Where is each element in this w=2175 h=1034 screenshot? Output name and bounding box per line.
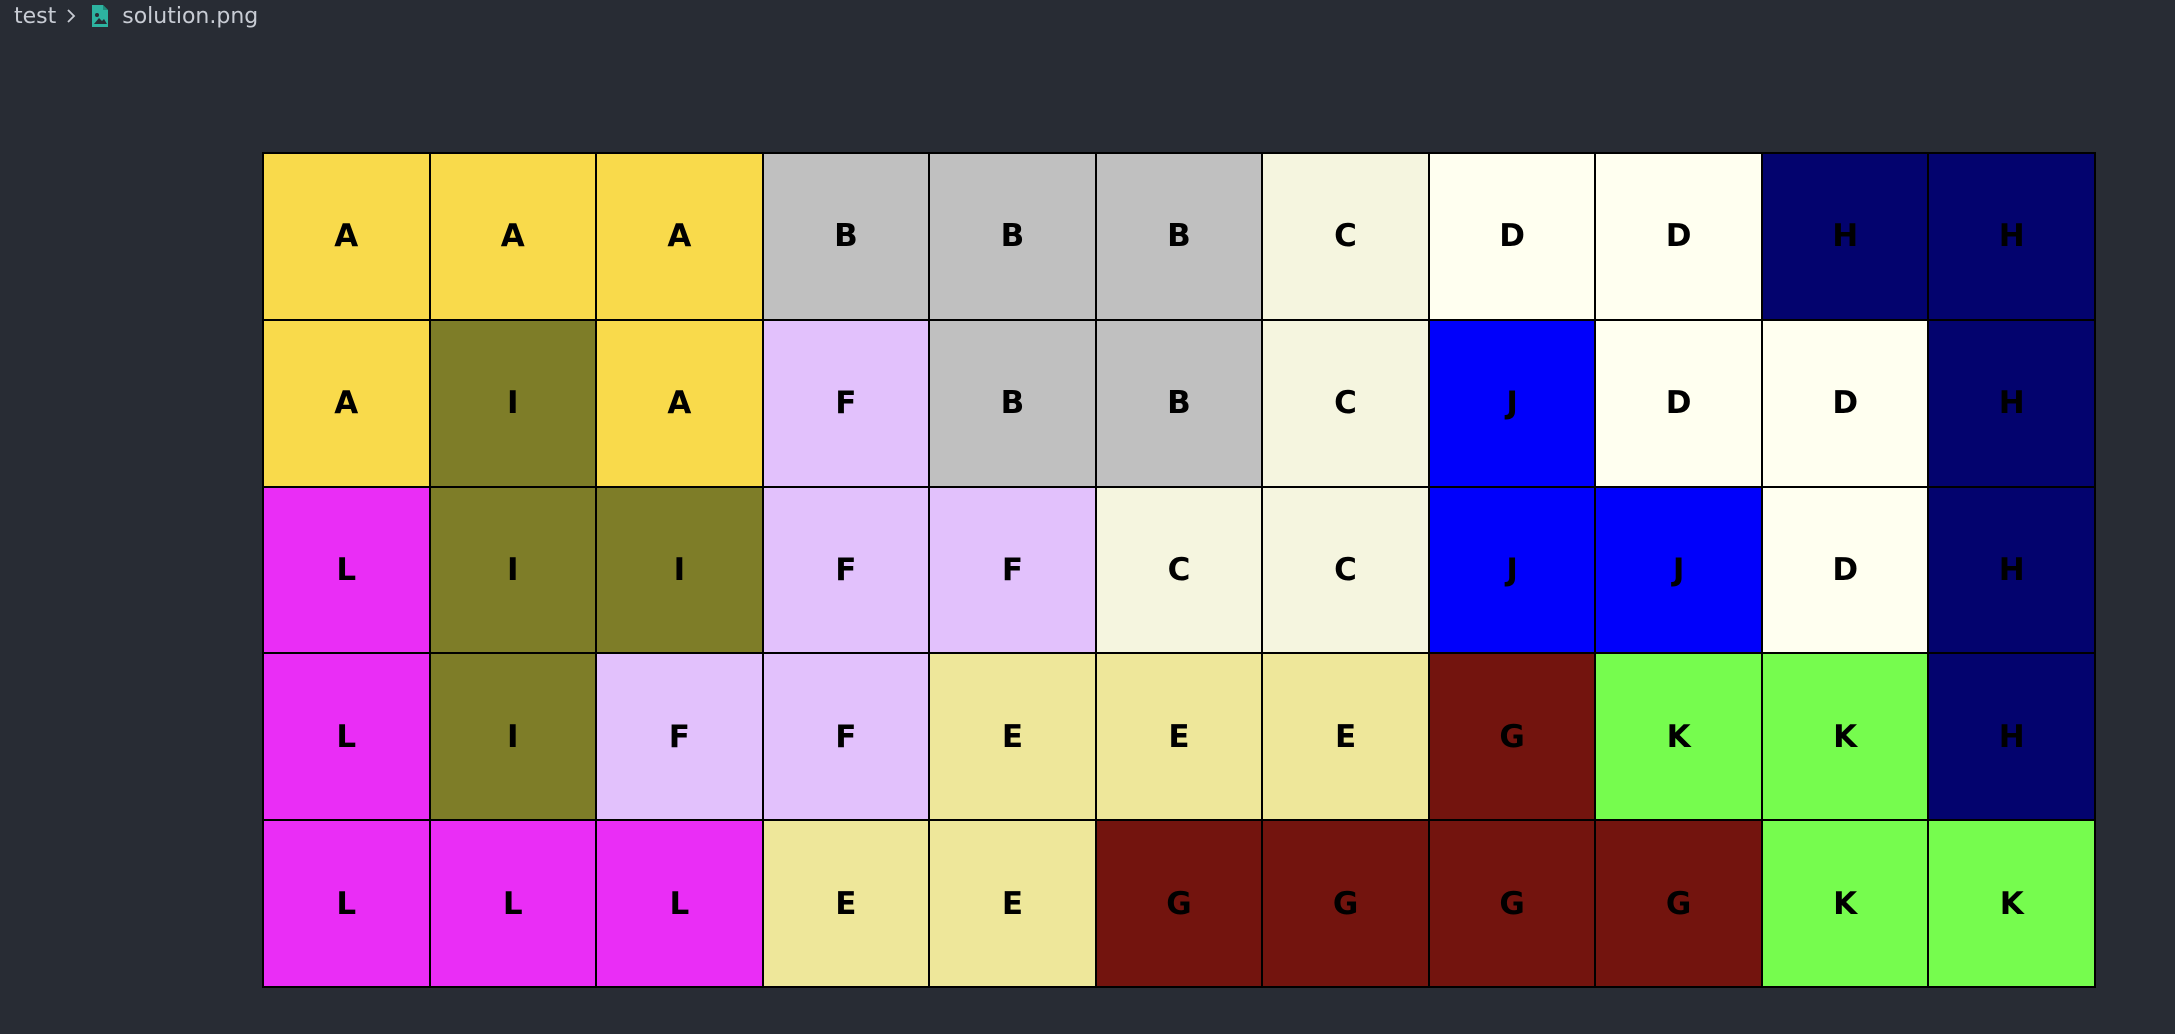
grid-cell: L <box>264 821 429 986</box>
grid-cell: C <box>1263 320 1428 486</box>
grid-cell: B <box>763 154 929 319</box>
grid-cell: H <box>1762 154 1928 319</box>
grid-cell: G <box>1429 821 1595 986</box>
grid-cell: C <box>1263 487 1428 653</box>
grid-cell: K <box>1762 654 1928 820</box>
breadcrumb-file[interactable]: solution.png <box>122 3 259 29</box>
chevron-right-icon <box>64 6 78 26</box>
grid-cell: F <box>763 654 929 820</box>
grid-cell: H <box>1929 654 2094 820</box>
grid-cell: E <box>930 654 1095 820</box>
grid-cell: F <box>597 654 762 820</box>
grid-cell: J <box>1596 487 1761 653</box>
breadcrumb-folder[interactable]: test <box>14 3 57 29</box>
grid-cell: D <box>1596 320 1761 486</box>
grid-cell: E <box>763 821 929 986</box>
grid-cell: K <box>1762 821 1928 986</box>
grid-cell: K <box>1929 821 2094 986</box>
grid-cell: A <box>264 320 429 486</box>
image-file-icon <box>90 4 110 28</box>
grid-cell: A <box>597 320 762 486</box>
grid-cell: H <box>1929 487 2094 653</box>
grid-cell: K <box>1596 654 1761 820</box>
grid-cell: L <box>264 487 429 653</box>
grid-cell: I <box>430 654 596 820</box>
grid-cell: F <box>763 320 929 486</box>
grid-cell: J <box>1429 320 1595 486</box>
grid-cell: J <box>1429 487 1595 653</box>
grid-cell: G <box>1263 821 1428 986</box>
breadcrumb: test solution.png <box>14 0 258 32</box>
grid-cell: B <box>930 154 1095 319</box>
grid-cell: H <box>1929 320 2094 486</box>
grid-cell: B <box>930 320 1095 486</box>
grid-cell: D <box>1762 320 1928 486</box>
grid-cell: L <box>430 821 596 986</box>
grid-cell: E <box>930 821 1095 986</box>
grid-cell: G <box>1429 654 1595 820</box>
grid-cell: D <box>1596 154 1761 319</box>
grid-cell: I <box>430 320 596 486</box>
grid-cell: I <box>430 487 596 653</box>
grid-cell: E <box>1263 654 1428 820</box>
grid-cell: G <box>1096 821 1262 986</box>
grid-cell: F <box>930 487 1095 653</box>
grid-cell: D <box>1762 487 1928 653</box>
grid-cell: A <box>430 154 596 319</box>
grid-cell: F <box>763 487 929 653</box>
grid-cell: B <box>1096 154 1262 319</box>
grid-cell: A <box>264 154 429 319</box>
grid-cell: G <box>1596 821 1761 986</box>
grid-cell: D <box>1429 154 1595 319</box>
grid-cell: C <box>1263 154 1428 319</box>
grid-cell: A <box>597 154 762 319</box>
grid-cell: C <box>1096 487 1262 653</box>
grid-cell: E <box>1096 654 1262 820</box>
grid-cell: I <box>597 487 762 653</box>
grid-cell: L <box>264 654 429 820</box>
grid-cell: H <box>1929 154 2094 319</box>
grid-cell: B <box>1096 320 1262 486</box>
grid-cell: L <box>597 821 762 986</box>
